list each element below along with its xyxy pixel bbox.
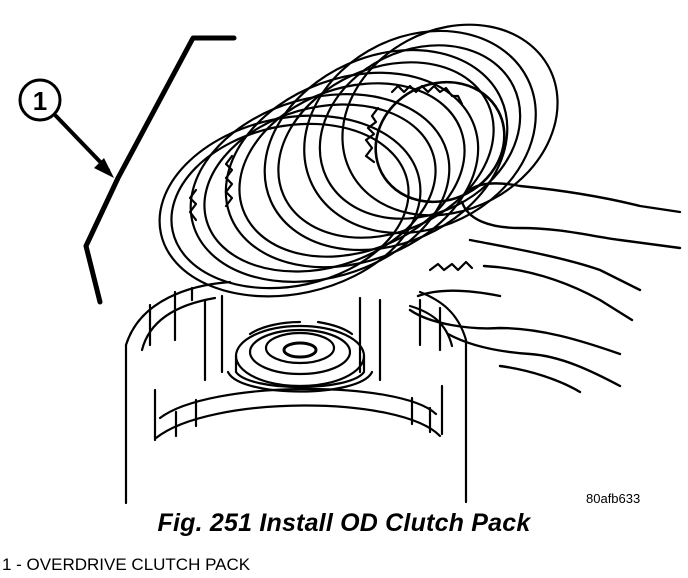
callout-arrow-icon xyxy=(54,114,114,178)
clutch-plate-icon xyxy=(341,23,559,217)
clutch-plate-icon xyxy=(374,80,506,204)
callout-number: 1 xyxy=(33,86,47,116)
clutch-plate-stack xyxy=(158,23,559,298)
clutch-plate-icon xyxy=(277,61,495,239)
clutch-plate-icon xyxy=(189,93,451,283)
clutch-pack-illustration: 1 xyxy=(18,23,682,505)
clutch-plate-icon xyxy=(203,103,437,273)
callout-circle-icon xyxy=(18,78,62,122)
hand-icon xyxy=(408,182,682,394)
clutch-plate-icon xyxy=(303,29,537,235)
drawing-id: 80afb633 xyxy=(586,491,641,506)
figure-caption: Fig. 251 Install OD Clutch Pack xyxy=(157,509,531,537)
callout-bracket xyxy=(83,35,237,305)
clutch-plate-icon xyxy=(238,82,466,258)
legend-item: 1 - OVERDRIVE CLUTCH PACK xyxy=(2,555,251,574)
clutch-plate-icon xyxy=(224,71,480,269)
callout-group: 1 xyxy=(18,35,237,305)
clutch-plate-icon xyxy=(170,122,410,290)
clutch-drum-icon xyxy=(124,280,468,505)
clutch-plate-icon xyxy=(318,44,522,220)
